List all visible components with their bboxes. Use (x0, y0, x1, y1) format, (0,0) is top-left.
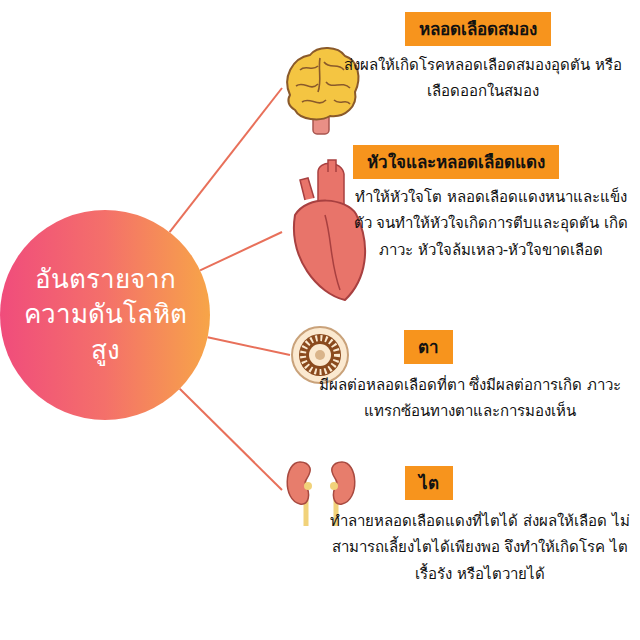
branch-line (180, 389, 282, 490)
item-title: หลอดเลือดสมอง (405, 12, 551, 46)
item-description: มีผลต่อหลอดเลือดที่ตา ซึ่งมีผลต่อการเกิด… (312, 372, 628, 425)
risk-item: หัวใจและหลอดเลือดแดงทำให้หัวใจโต หลอดเลื… (282, 140, 634, 267)
item-description: ทำให้หัวใจโต หลอดเลือดแดงหนาและแข็งตัว จ… (350, 184, 632, 263)
hub-circle: อันตรายจาก ความดันโลหิตสูง (0, 210, 210, 420)
hub-title: อันตรายจาก ความดันโลหิตสูง (10, 262, 200, 367)
branch-line (200, 232, 282, 270)
risk-item: หลอดเลือดสมองส่งผลให้เกิดโรคหลอดเลือดสมอ… (282, 8, 632, 109)
item-title: ตา (404, 330, 453, 364)
risk-item: ไตทำลายหลอดเลือดแดงที่ไตได้ ส่งผลให้เลือ… (282, 460, 634, 591)
eye-icon (292, 327, 348, 383)
branch-line (170, 88, 282, 232)
item-title: ไต (405, 466, 453, 500)
item-description: ทำลายหลอดเลือดแดงที่ไตได้ ส่งผลให้เลือด … (328, 508, 632, 587)
branch-line (208, 337, 290, 355)
item-description: ส่งผลให้เกิดโรคหลอดเลือดสมองอุดตัน หรือเ… (338, 52, 628, 105)
item-title: หัวใจและหลอดเลือดแดง (353, 145, 559, 179)
risk-item: ตามีผลต่อหลอดเลือดที่ตา ซึ่งมีผลต่อการเก… (290, 322, 630, 429)
